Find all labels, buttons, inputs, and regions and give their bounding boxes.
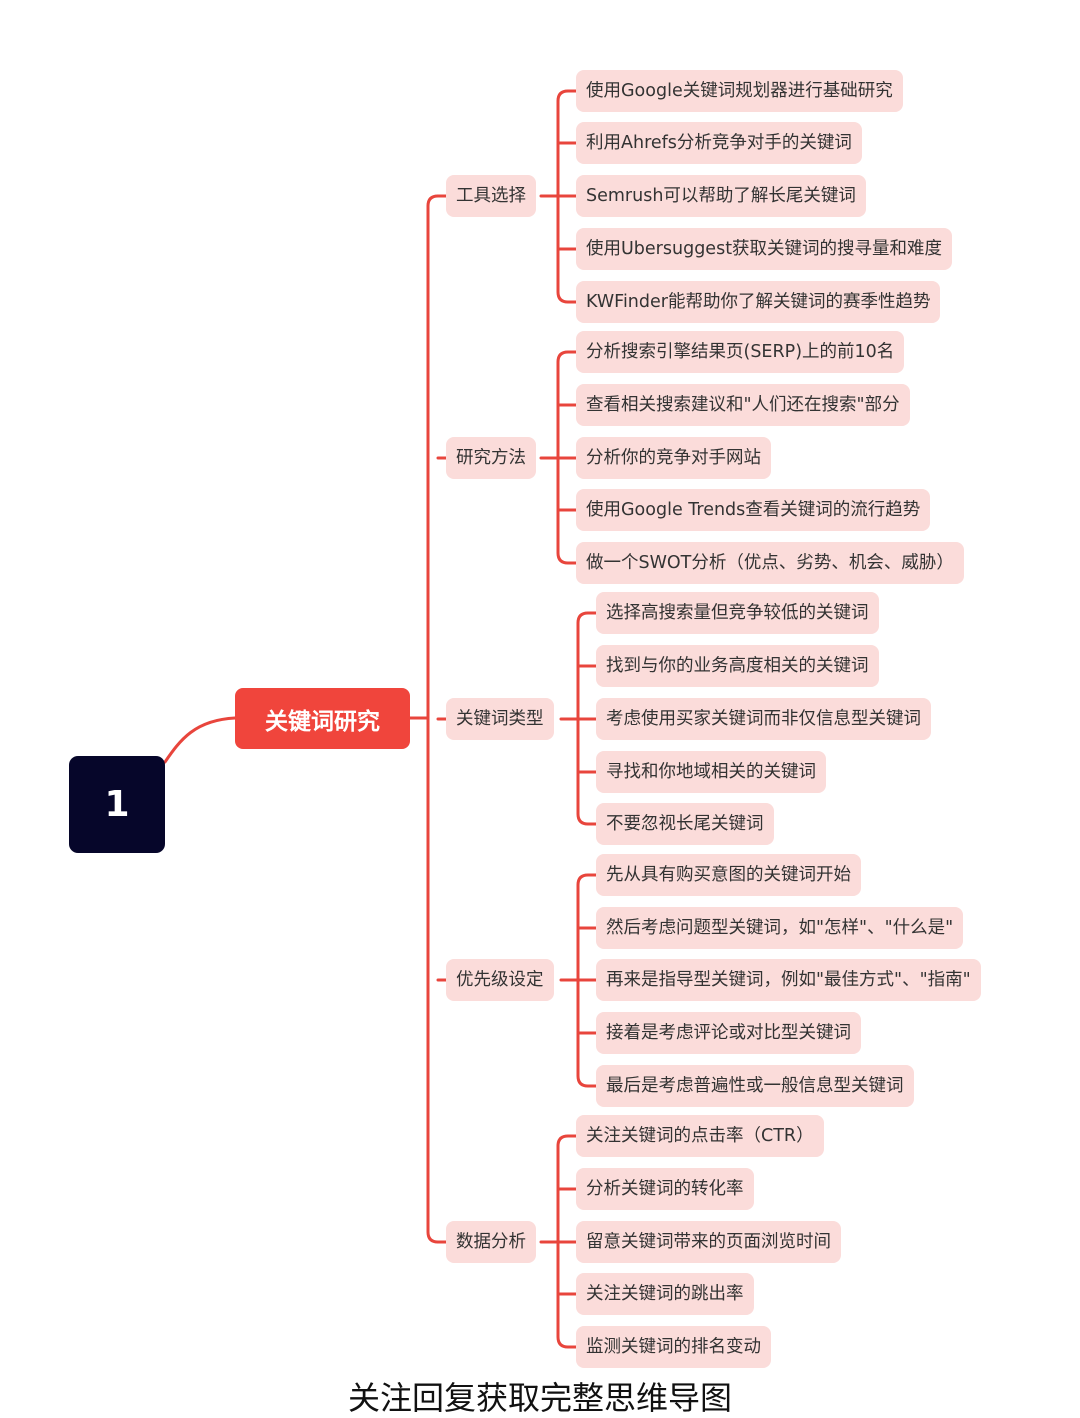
leaf-node[interactable]: 考虑使用买家关键词而非仅信息型关键词 (596, 698, 931, 740)
leaf-node[interactable]: 然后考虑问题型关键词，如"怎样"、"什么是" (596, 907, 964, 949)
badge-root-connector (163, 716, 237, 764)
leaf-node[interactable]: 关注关键词的跳出率 (576, 1273, 754, 1315)
leaf-node[interactable]: 接着是考虑评论或对比型关键词 (596, 1012, 861, 1054)
leaf-node[interactable]: 关注关键词的点击率（CTR） (576, 1115, 824, 1157)
leaf-node[interactable]: 分析搜索引擎结果页(SERP)上的前10名 (576, 331, 905, 373)
branch-node-data-analysis[interactable]: 数据分析 (446, 1221, 536, 1263)
leaf-node[interactable]: 使用Ubersuggest获取关键词的搜寻量和难度 (576, 228, 953, 270)
leaf-node[interactable]: 选择高搜索量但竞争较低的关键词 (596, 592, 879, 634)
leaf-node[interactable]: 使用Google关键词规划器进行基础研究 (576, 70, 903, 112)
leaf-node[interactable]: 查看相关搜索建议和"人们还在搜索"部分 (576, 384, 910, 426)
leaf-node[interactable]: Semrush可以帮助了解长尾关键词 (576, 175, 866, 217)
leaf-node[interactable]: 再来是指导型关键词，例如"最佳方式"、"指南" (596, 959, 981, 1001)
branch-node-tool-selection[interactable]: 工具选择 (446, 175, 536, 217)
leaf-node[interactable]: 找到与你的业务高度相关的关键词 (596, 645, 879, 687)
leaf-node[interactable]: 监测关键词的排名变动 (576, 1326, 771, 1368)
leaf-node[interactable]: KWFinder能帮助你了解关键词的赛季性趋势 (576, 281, 941, 323)
leaf-node[interactable]: 利用Ahrefs分析竞争对手的关键词 (576, 122, 862, 164)
leaf-node[interactable]: 最后是考虑普遍性或一般信息型关键词 (596, 1065, 914, 1107)
branch-node-research-methods[interactable]: 研究方法 (446, 437, 536, 479)
main-trunk-connector (426, 194, 440, 1244)
footer-caption: 关注回复获取完整思维导图 (347, 1379, 732, 1417)
number-badge: 1 (69, 756, 165, 853)
leaf-node[interactable]: 做一个SWOT分析（优点、劣势、机会、威胁） (576, 542, 964, 584)
leaf-node[interactable]: 寻找和你地域相关的关键词 (596, 751, 826, 793)
root-node[interactable]: 关键词研究 (235, 688, 410, 749)
leaf-node[interactable]: 留意关键词带来的页面浏览时间 (576, 1221, 841, 1263)
branch-node-keyword-types[interactable]: 关键词类型 (446, 698, 554, 740)
leaf-node[interactable]: 分析你的竞争对手网站 (576, 437, 771, 479)
leaf-node[interactable]: 先从具有购买意图的关键词开始 (596, 854, 861, 896)
leaf-node[interactable]: 使用Google Trends查看关键词的流行趋势 (576, 489, 931, 531)
branch-node-priority-setting[interactable]: 优先级设定 (446, 959, 554, 1001)
leaf-node[interactable]: 分析关键词的转化率 (576, 1168, 754, 1210)
leaf-node[interactable]: 不要忽视长尾关键词 (596, 803, 774, 845)
